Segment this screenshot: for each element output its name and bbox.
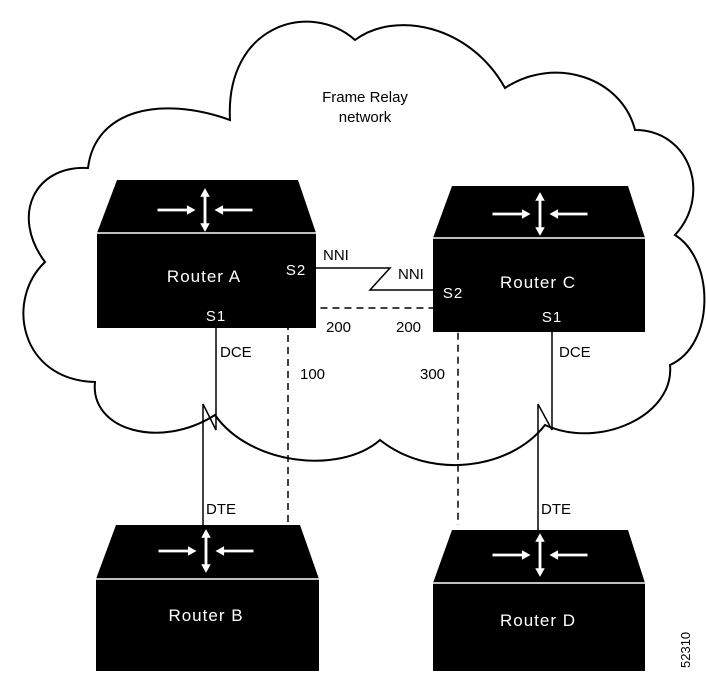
router-c-port-s2: S2 (443, 285, 463, 302)
dlci-router-d: 300 (420, 366, 445, 383)
router-d-label: Router D (500, 611, 576, 630)
router-c-label: Router C (500, 273, 576, 292)
dce-label-a: DCE (220, 344, 252, 361)
router-a-port-s2: S2 (286, 262, 306, 279)
router-b[interactable]: Router B (96, 525, 319, 671)
router-c-port-s1: S1 (542, 309, 562, 326)
router-a-port-s1: S1 (206, 308, 226, 325)
router-d[interactable]: Router D (433, 530, 645, 671)
virtual-circuit-path (287, 307, 459, 525)
figure-id: 52310 (678, 632, 693, 668)
link-router-a-b (202, 328, 217, 535)
dte-label-d: DTE (541, 501, 571, 518)
dlci-a-to-c: 200 (326, 319, 351, 336)
router-b-label: Router B (168, 606, 243, 625)
link-router-c-d (537, 332, 553, 535)
network-title-line2: network (339, 109, 392, 126)
router-a[interactable]: Router A S2 S1 (97, 180, 316, 328)
dlci-c-to-a: 200 (396, 319, 421, 336)
router-a-label: Router A (167, 267, 241, 286)
nni-link (316, 267, 444, 291)
dte-label-b: DTE (206, 501, 236, 518)
dce-label-c: DCE (559, 344, 591, 361)
dlci-router-b: 100 (300, 366, 325, 383)
frame-relay-cloud (22, 20, 706, 466)
network-title-line1: Frame Relay (322, 89, 408, 106)
nni-label-c: NNI (398, 266, 424, 283)
nni-label-a: NNI (323, 247, 349, 264)
router-c[interactable]: Router C S2 S1 (433, 186, 645, 332)
